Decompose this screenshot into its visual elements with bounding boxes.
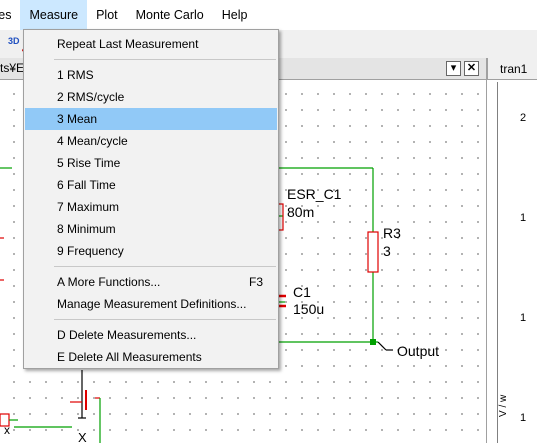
menu-item-manage-measurement-definitions[interactable]: Manage Measurement Definitions... (57, 297, 247, 311)
output-label: Output (397, 343, 440, 359)
menu-item-minimum[interactable]: 8 Minimum (57, 222, 116, 236)
menu-item-mean-cycle[interactable]: 4 Mean/cycle (57, 134, 128, 148)
menu-item-more-functions[interactable]: A More Functions...F3 (25, 271, 277, 293)
y-tick-label: 1 (520, 212, 527, 224)
esr-c1-value: 80m (287, 204, 315, 220)
y-tick-label: 1 (520, 412, 527, 424)
esr-c1-name: ESR_C1 (287, 186, 342, 202)
r3-name: R3 (383, 225, 401, 241)
r3-value: 3 (383, 243, 391, 259)
menu-measure[interactable]: Measure (20, 0, 88, 30)
menu-item-rms[interactable]: 1 RMS (57, 68, 94, 82)
menu-item-frequency[interactable]: 9 Frequency (57, 244, 124, 258)
menu-item-fall-time[interactable]: 6 Fall Time (57, 178, 116, 192)
menu-bar: ces Measure Plot Monte Carlo Help (0, 0, 537, 30)
y-axis-label: V / w (498, 394, 509, 417)
menu-item-rise-time[interactable]: 5 Rise Time (57, 156, 121, 170)
plot-title: tran1 (500, 62, 528, 76)
c1-name: C1 (293, 284, 311, 300)
menu-item-rms-cycle[interactable]: 2 RMS/cycle (57, 90, 125, 104)
menu-separator (54, 266, 276, 267)
menu-simulate[interactable]: ces (0, 8, 12, 22)
menu-item-maximum[interactable]: 7 Maximum (57, 200, 120, 214)
output-port-symbol (377, 341, 387, 351)
c1-value: 150u (293, 301, 325, 317)
plot-title-bar: tran1 (487, 58, 537, 80)
menu-separator (54, 319, 276, 320)
window-menu-button[interactable]: ▾ (446, 61, 461, 76)
menu-separator (54, 59, 276, 60)
menu-item-delete-measurements[interactable]: D Delete Measurements... (57, 328, 197, 342)
plot-area[interactable]: 2 1 1 1 V / w (497, 82, 537, 443)
schematic-title: ts¥E (0, 61, 25, 75)
junction-dot (370, 339, 376, 345)
menu-plot[interactable]: Plot (96, 8, 118, 22)
partial-label-a: x (4, 423, 10, 437)
y-tick-label: 2 (520, 112, 527, 124)
partial-label-b: X (78, 430, 87, 445)
shortcut-f3: F3 (248, 275, 263, 289)
plot-window: tran1 2 1 1 1 V / w (487, 58, 537, 443)
r3-resistor (367, 231, 379, 273)
menu-item-mean[interactable]: 3 Mean (25, 108, 277, 130)
menu-item-delete-all-measurements[interactable]: E Delete All Measurements (57, 350, 202, 364)
close-window-button[interactable]: ✕ (464, 61, 479, 76)
measure-dropdown-menu: Repeat Last Measurement 1 RMS 2 RMS/cycl… (23, 29, 279, 369)
menu-item-repeat-last-measurement[interactable]: Repeat Last Measurement (57, 37, 199, 51)
y-tick-label: 1 (520, 312, 527, 324)
menu-help[interactable]: Help (221, 8, 248, 22)
3d-plot-icon[interactable]: 3D (8, 36, 20, 46)
menu-monte-carlo[interactable]: Monte Carlo (135, 8, 204, 22)
